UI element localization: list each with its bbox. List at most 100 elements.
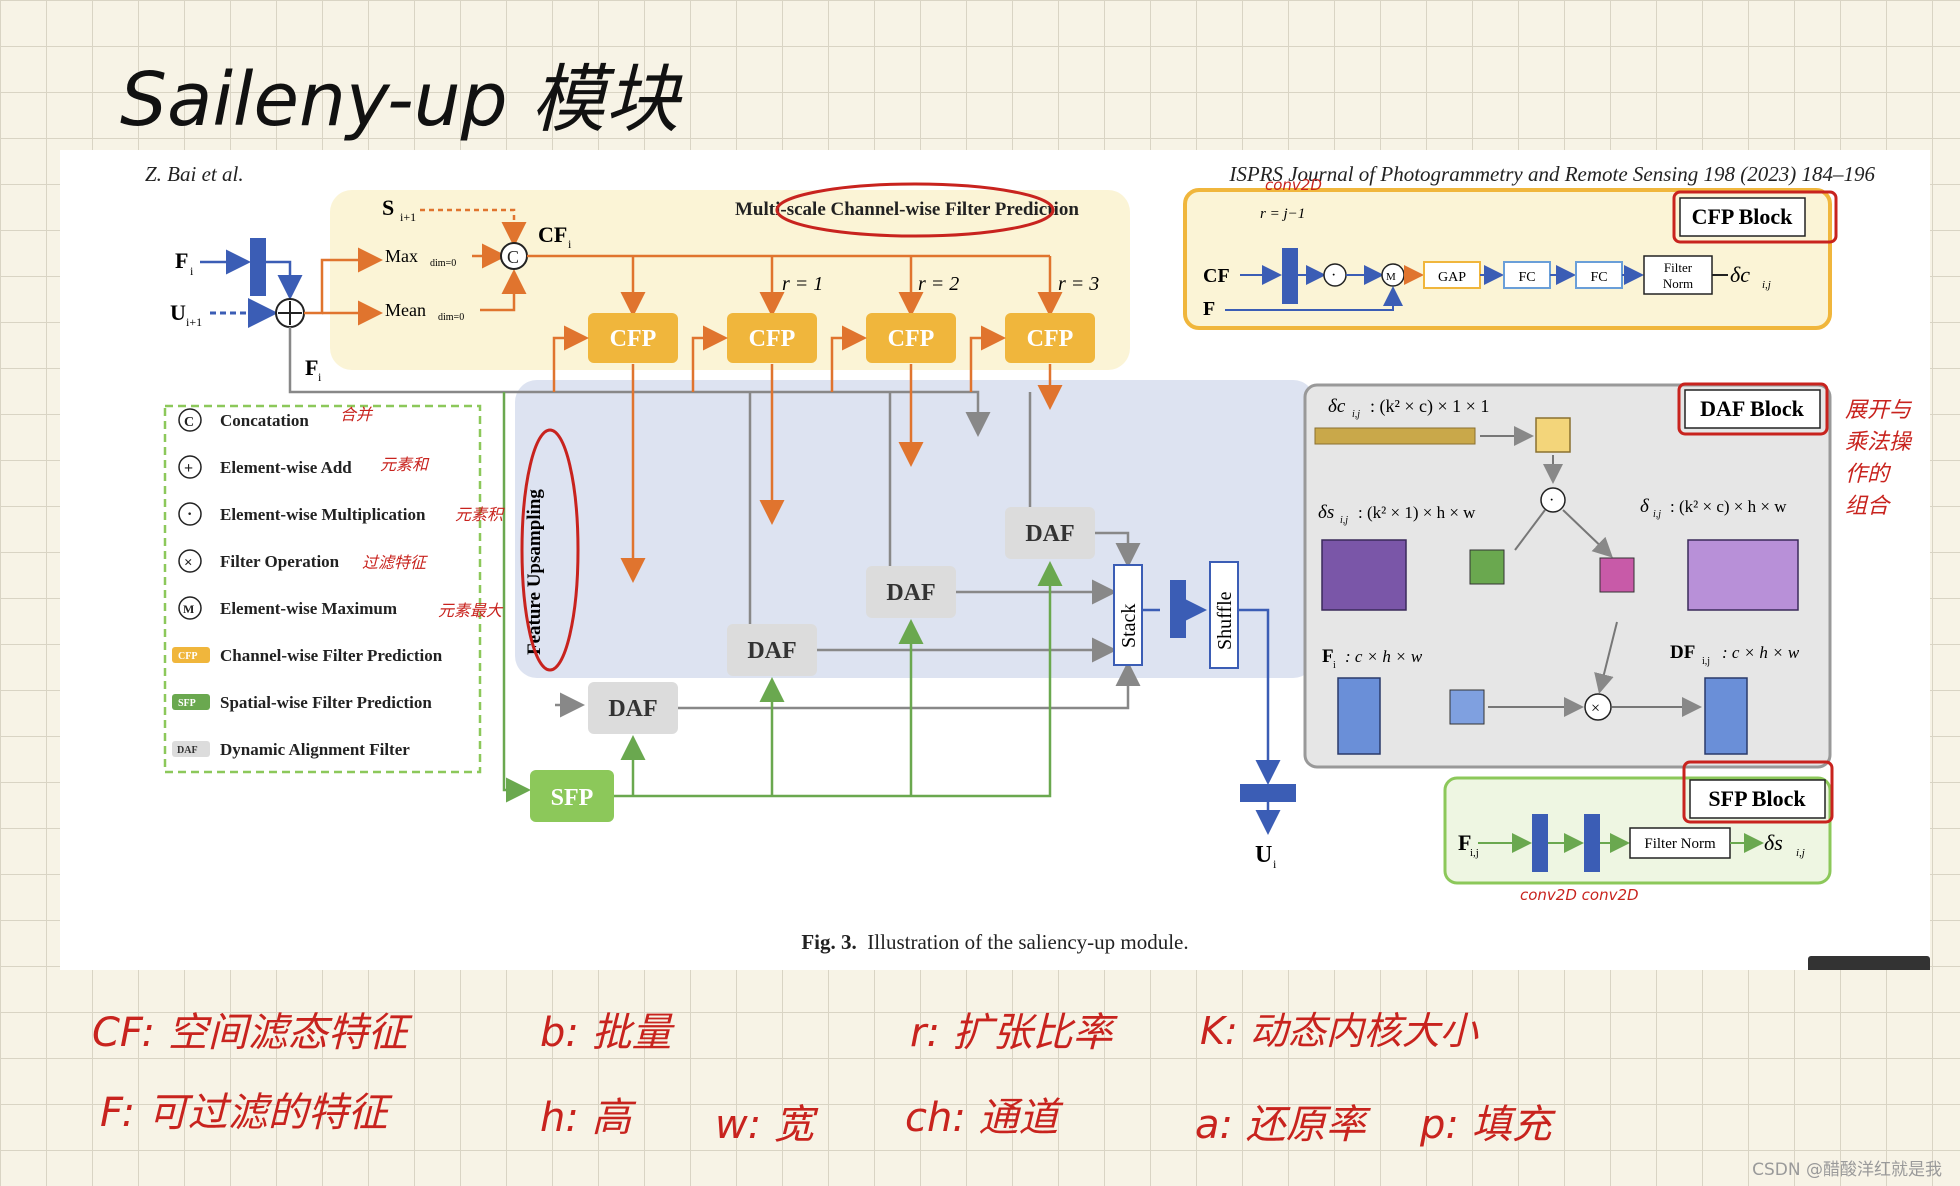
legend-note-2: 元素积	[455, 505, 505, 524]
stack-label: Stack	[1118, 604, 1140, 648]
corner-bar	[1808, 956, 1930, 970]
svg-text:F: F	[1322, 646, 1334, 667]
svg-text:i,j: i,j	[1702, 656, 1710, 667]
note-r: r: 扩张比率	[910, 1010, 1113, 1056]
side-note: 展开与 乘法操 作的 组合	[1845, 398, 1912, 519]
f-tilde-label: F	[305, 355, 318, 380]
svg-text:δ: δ	[1640, 496, 1650, 517]
svg-text:·: ·	[187, 506, 192, 523]
svg-text:i: i	[568, 237, 572, 251]
svg-text:δs: δs	[1318, 502, 1334, 523]
input-u-sub: i+1	[186, 315, 202, 329]
max-op: Max	[385, 246, 418, 266]
svg-text:CFP: CFP	[1027, 326, 1074, 352]
svg-text:: (k² × c) × 1 × 1: : (k² × c) × 1 × 1	[1370, 396, 1489, 417]
svg-text:C: C	[184, 415, 194, 430]
svg-text:δs: δs	[1764, 830, 1783, 855]
legend-label-6: Spatial-wise Filter Prediction	[220, 693, 432, 712]
cfp-box-3: CFP	[866, 313, 956, 363]
svg-text:conv2D conv2D: conv2D conv2D	[1520, 886, 1639, 904]
ink-circle-title	[775, 182, 1055, 238]
svg-text:i,j: i,j	[1340, 515, 1348, 526]
cfp-box-2: CFP	[727, 313, 817, 363]
input-s: S	[382, 195, 394, 220]
ink-box-cfp	[1672, 190, 1838, 244]
conv-block-left	[250, 238, 266, 296]
svg-text:F: F	[1458, 830, 1471, 855]
legend-note-3: 过滤特征	[362, 553, 428, 572]
svg-text:δc: δc	[1730, 262, 1750, 287]
svg-text:F: F	[1203, 298, 1215, 320]
svg-text:: c × h × w: : c × h × w	[1722, 643, 1800, 662]
svg-text:δc: δc	[1328, 396, 1346, 417]
svg-text:CFP: CFP	[610, 326, 657, 352]
svg-text:DAF: DAF	[608, 696, 657, 722]
sfp-box: SFP	[530, 770, 614, 822]
svg-text:DAF: DAF	[177, 745, 198, 756]
daf-box-1: DAF	[588, 682, 678, 734]
note-f: F: 可过滤的特征	[100, 1090, 388, 1136]
daf-box-2: DAF	[727, 624, 817, 676]
legend-label-3: Filter Operation	[220, 552, 340, 571]
svg-text:Filter Norm: Filter Norm	[1644, 836, 1716, 852]
stack-box	[1113, 564, 1143, 666]
r3-label: r = 3	[1058, 273, 1099, 295]
svg-text:dim=0: dim=0	[430, 258, 456, 269]
legend-label-7: Dynamic Alignment Filter	[220, 740, 410, 759]
svg-text:FC: FC	[1518, 270, 1535, 285]
watermark: CSDN @醋酸洋红就是我	[1752, 1160, 1942, 1180]
svg-text:DF: DF	[1670, 642, 1695, 663]
daf-block-title: DAF Block	[1700, 396, 1804, 421]
input-u: U	[170, 300, 186, 325]
paper-figure: Z. Bai et al. ISPRS Journal of Photogram…	[60, 150, 1930, 970]
legend-note-4: 元素最大	[438, 601, 504, 620]
svg-text:+: +	[184, 460, 193, 477]
svg-text:·: ·	[1549, 492, 1554, 509]
svg-text:conv2D: conv2D	[1265, 176, 1322, 194]
svg-text:i,j: i,j	[1653, 509, 1661, 520]
note-h: h: 高	[540, 1095, 632, 1141]
svg-text:i: i	[1273, 857, 1277, 871]
svg-text:: (k² × c) × h × w: : (k² × c) × h × w	[1670, 497, 1787, 516]
svg-text:i,j: i,j	[1470, 847, 1479, 859]
svg-text:Filter: Filter	[1664, 260, 1693, 275]
output-u: U	[1255, 842, 1272, 868]
architecture-diagram: Multi-scale Channel-wise Filter Predicti…	[163, 176, 1838, 904]
daf-box-4: DAF	[1005, 507, 1095, 559]
note-w: w: 宽	[715, 1102, 814, 1148]
legend-box	[163, 404, 482, 774]
svg-text:DAF: DAF	[886, 580, 935, 606]
conv-block-right	[1170, 580, 1186, 638]
svg-text:CF: CF	[1203, 265, 1230, 287]
svg-text:×: ×	[1591, 700, 1600, 717]
svg-text:Norm: Norm	[1663, 276, 1693, 291]
note-cf: CF: 空间滤态特征	[92, 1010, 408, 1056]
paper-header-left: Z. Bai et al.	[145, 162, 244, 186]
note-a: a: 还原率	[1195, 1102, 1366, 1148]
svg-text:i: i	[318, 370, 322, 384]
svg-text:GAP: GAP	[1438, 270, 1466, 285]
svg-text:i: i	[1333, 660, 1336, 671]
output-conv	[1240, 784, 1296, 802]
svg-text:: (k² × 1) × h × w: : (k² × 1) × h × w	[1358, 503, 1476, 522]
mean-op: Mean	[385, 300, 426, 320]
handwritten-title: Saileny-up 模块	[120, 57, 680, 143]
note-ch: ch: 通道	[905, 1095, 1059, 1141]
daf-box-3: DAF	[866, 566, 956, 618]
cfp-box-1: CFP	[588, 313, 678, 363]
svg-text:i,j: i,j	[1762, 279, 1771, 291]
svg-text:i,j: i,j	[1796, 847, 1805, 859]
note-k: K: 动态内核大小	[1200, 1009, 1478, 1053]
legend-label-2: Element-wise Multiplication	[220, 505, 426, 524]
daf-block-panel	[1303, 383, 1832, 769]
legend-label-1: Element-wise Add	[220, 458, 352, 477]
legend-label-4: Element-wise Maximum	[220, 599, 397, 618]
shuffle-label: Shuffle	[1214, 591, 1236, 650]
feature-upsampling: Feature Upsampling	[524, 489, 545, 655]
figure-caption: Fig. 3. Illustration of the saliency-up …	[801, 930, 1189, 954]
shuffle-box	[1209, 561, 1239, 669]
svg-text:SFP: SFP	[551, 785, 594, 811]
note-b: b: 批量	[540, 1010, 672, 1056]
legend-note-1: 元素和	[380, 455, 430, 474]
cfp-block-title: CFP Block	[1692, 204, 1794, 229]
